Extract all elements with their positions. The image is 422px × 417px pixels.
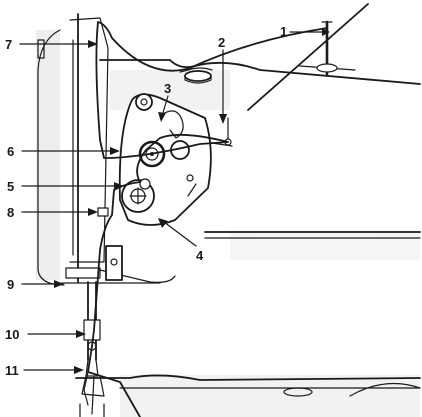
callout-7: 7 [5,37,98,52]
machine-bed [75,374,421,417]
callout-label: 2 [218,35,225,50]
shading [36,30,420,417]
tension-assembly [118,93,212,226]
callout-1: 1 [280,24,330,39]
callout-label: 9 [7,277,14,292]
callout-label: 10 [5,327,19,342]
callout-label: 8 [7,205,14,220]
callout-6: 6 [7,144,120,159]
callout-10: 10 [5,327,86,342]
thread-tail [83,371,89,406]
needle-bar [65,245,123,415]
callout-3: 3 [158,81,171,122]
callout-8: 8 [7,205,109,220]
callout-label: 11 [5,363,19,378]
callout-2: 2 [218,35,227,124]
callout-label: 7 [5,37,12,52]
callout-label: 6 [7,144,14,159]
face-plate [37,17,109,263]
callout-5: 5 [7,179,124,194]
callout-11: 11 [5,363,84,378]
callout-label: 5 [7,179,14,194]
callout-4: 4 [158,218,204,263]
callout-label: 3 [164,81,171,96]
callout-label: 4 [196,248,204,263]
callout-label: 1 [280,24,287,39]
top-cover [184,3,369,111]
callout-9: 9 [7,277,64,292]
